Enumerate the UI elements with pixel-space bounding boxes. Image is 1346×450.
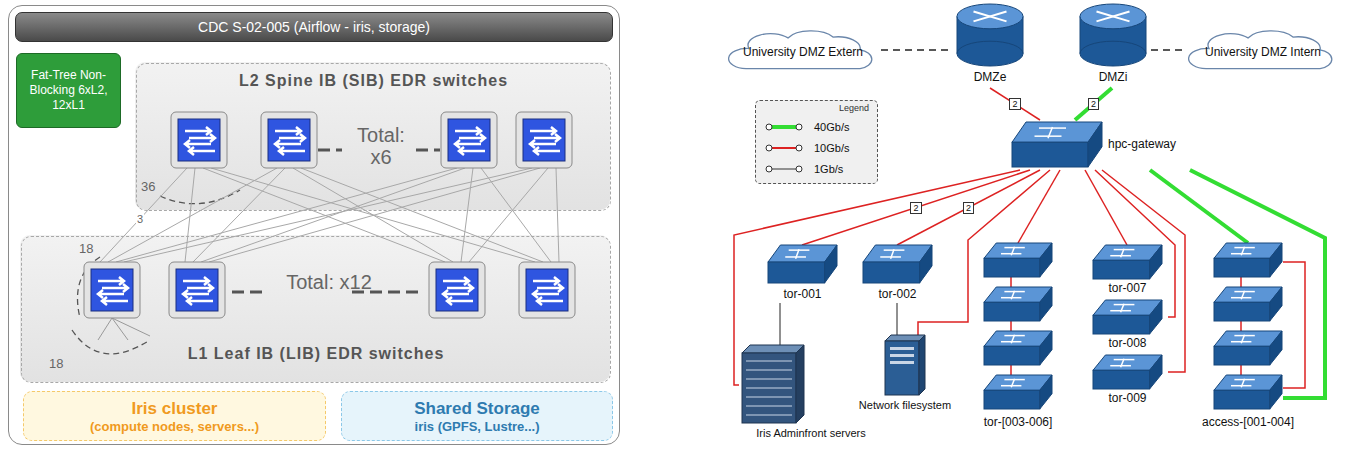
router: DMZi bbox=[1075, 4, 1151, 88]
tor-switch: tor-001 bbox=[762, 245, 843, 303]
link-count: 2 bbox=[963, 202, 974, 214]
network-cloud: University DMZ Intern bbox=[1185, 30, 1341, 74]
storage-box: Shared Storageiris (GPFS, Lustre...) bbox=[341, 391, 613, 441]
node-label: Fat-Tree Non-Blocking 6xL2, 12xL1 bbox=[23, 68, 114, 113]
node-label: Total: x12 bbox=[284, 271, 374, 293]
network-link bbox=[1150, 170, 1248, 243]
node-label: tor-008 bbox=[1087, 336, 1168, 350]
node-label: hpc-gateway bbox=[1108, 137, 1176, 151]
server-rack: Iris Adminfront servers bbox=[739, 345, 883, 443]
router: DMZe bbox=[952, 4, 1028, 88]
node-label: Network filesystem bbox=[847, 399, 963, 411]
legend-row: 1Gb/s bbox=[764, 163, 843, 175]
node-label: tor-[003-006] bbox=[975, 415, 1061, 429]
gateway-switch: hpc-gateway bbox=[1012, 120, 1192, 170]
topology-badge: Fat-Tree Non-Blocking 6xL2, 12xL1 bbox=[16, 53, 121, 128]
node-label: Shared Storage bbox=[414, 399, 540, 419]
port-count-arcs bbox=[72, 190, 240, 354]
node-label: tor-007 bbox=[1087, 281, 1168, 295]
legend-title: Legend bbox=[838, 103, 870, 113]
network-link bbox=[990, 88, 1040, 120]
node-label: Iris Adminfront servers bbox=[739, 427, 883, 439]
legend-text: 40Gb/s bbox=[814, 121, 849, 133]
port-count: 3 bbox=[136, 213, 144, 226]
node-label: DMZi bbox=[1075, 70, 1151, 84]
network-link bbox=[1151, 49, 1185, 51]
infiniband-switches bbox=[84, 112, 575, 318]
node-label: Iris cluster bbox=[132, 399, 218, 419]
node-label: L2 Spine IB (SIB) EDR switches bbox=[137, 72, 610, 90]
extra-uplinks bbox=[1190, 170, 1325, 398]
node-label: (compute nodes, servers...) bbox=[90, 419, 259, 434]
network-link bbox=[897, 303, 898, 335]
node-label: L1 Leaf IB (LIB) EDR switches bbox=[22, 345, 610, 363]
node-label: CDC S-02-005 (Airflow - iris, storage) bbox=[15, 12, 613, 42]
node-label: tor-001 bbox=[762, 287, 843, 301]
legend-text: 10Gb/s bbox=[814, 142, 849, 154]
switch-stack: access-[001-004] bbox=[1195, 243, 1301, 433]
network-link bbox=[881, 49, 952, 51]
tor-switch: tor-007 bbox=[1087, 245, 1168, 295]
port-count: 36 bbox=[140, 180, 156, 195]
spine-region-fill bbox=[135, 62, 610, 210]
network-cloud: University DMZ Extern bbox=[725, 30, 881, 74]
legend-text: 1Gb/s bbox=[814, 163, 843, 175]
network-link bbox=[897, 170, 1040, 245]
node-label: access-[001-004] bbox=[1195, 415, 1301, 429]
link-count: 2 bbox=[1009, 98, 1020, 110]
legend-sample bbox=[764, 163, 804, 175]
leaf-region: L1 Leaf IB (LIB) EDR switches Total: x12 bbox=[21, 236, 611, 383]
legend-row: 10Gb/s bbox=[764, 142, 849, 154]
tor-switch: tor-008 bbox=[1087, 300, 1168, 350]
link-count: 2 bbox=[1088, 98, 1099, 110]
port-count: 18 bbox=[78, 242, 94, 257]
tor-switch: tor-009 bbox=[1087, 355, 1168, 405]
node-label: University DMZ Extern bbox=[725, 45, 881, 59]
node-label: University DMZ Intern bbox=[1185, 45, 1341, 59]
node-label: DMZe bbox=[952, 70, 1028, 84]
datacenter-panel: Fat-Tree Non-Blocking 6xL2, 12xL1 L2 Spin… bbox=[8, 5, 620, 445]
leaf-downlinks bbox=[98, 318, 150, 340]
node-icon bbox=[1195, 243, 1301, 433]
port-count: 18 bbox=[48, 357, 64, 372]
node-icon bbox=[975, 243, 1061, 433]
network-link bbox=[780, 303, 781, 345]
leaf-region-fill bbox=[20, 235, 610, 382]
link-count: 2 bbox=[910, 202, 921, 214]
network-link bbox=[1075, 88, 1112, 120]
tor-switch: tor-002 bbox=[857, 245, 938, 303]
legend-row: 40Gb/s bbox=[764, 121, 849, 133]
switch-stack: tor-[003-006] bbox=[975, 243, 1061, 433]
legend-sample bbox=[764, 121, 804, 133]
spine-region: L2 Spine IB (SIB) EDR switchesTotal: x6 bbox=[136, 63, 611, 211]
node-label: Total: x6 bbox=[346, 124, 416, 168]
cluster-box: Iris cluster(compute nodes, servers...) bbox=[23, 391, 326, 441]
node-label: iris (GPFS, Lustre...) bbox=[415, 419, 540, 434]
network-link bbox=[1018, 170, 1060, 243]
node-label: tor-009 bbox=[1087, 391, 1168, 405]
node-label: tor-002 bbox=[857, 287, 938, 301]
legend-sample bbox=[764, 142, 804, 154]
storage-server: Network filesystem bbox=[847, 335, 963, 417]
